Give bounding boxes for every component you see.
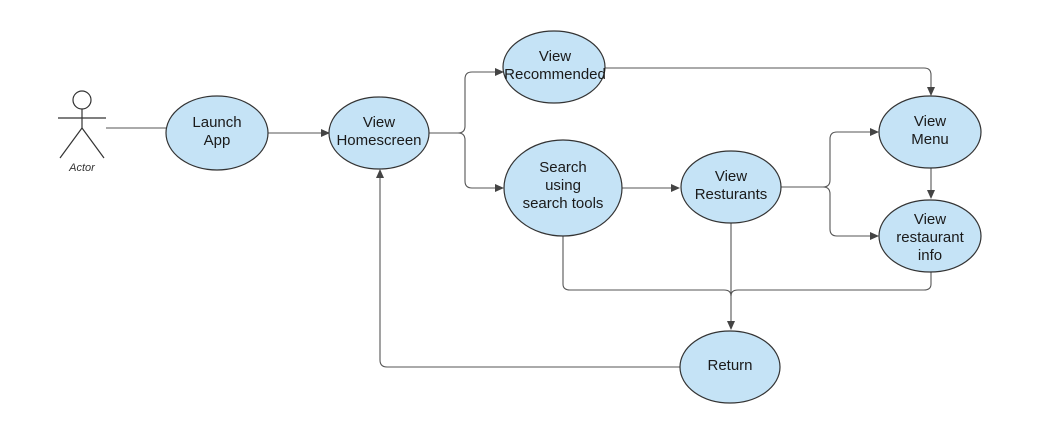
edge-info-return [730, 271, 932, 297]
node-view-homescreen: View Homescreen [336, 114, 421, 150]
edge-restaurants-info [822, 186, 879, 240]
actor-figure [58, 90, 106, 159]
edge-search-return [562, 236, 732, 297]
node-search-tools-line: search tools [522, 195, 604, 212]
node-view-restaurants-shape [680, 150, 782, 224]
node-view-restaurant-info-line: restaurant [896, 229, 964, 246]
node-view-recommended-shape [502, 30, 606, 104]
node-return: Return [707, 357, 752, 375]
node-view-restaurant-info-line: info [917, 247, 943, 264]
node-view-menu: View Menu [911, 113, 949, 149]
node-view-homescreen-line: Homescreen [336, 132, 422, 149]
actor-right-leg [81, 127, 105, 159]
node-view-info-shape [878, 199, 982, 273]
node-view-restaurant-info-line: View [913, 211, 947, 228]
node-view-recommended: View Recommended [504, 48, 606, 84]
node-launch-app: Launch App [192, 114, 241, 150]
node-view-restaurants-line: View [714, 168, 748, 185]
node-return-line: Return [707, 357, 753, 374]
edge-homescreen-recommended [429, 68, 504, 134]
node-search-shape [503, 139, 623, 237]
node-view-restaurants-line: Resturants [694, 186, 768, 203]
node-launch-app-shape [165, 95, 269, 171]
node-view-menu-line: View [913, 113, 947, 130]
node-search-tools: Search using search tools [523, 159, 604, 213]
edge-return-homescreen [376, 169, 680, 368]
actor-label: Actor [69, 162, 95, 174]
edge-homescreen-search [457, 132, 504, 192]
node-search-tools-line: Search [539, 159, 587, 176]
node-view-restaurant-info: View restaurant info [896, 211, 964, 265]
node-view-homescreen-shape [328, 96, 430, 170]
node-launch-app-line: App [203, 132, 231, 149]
node-view-restaurants: View Resturants [695, 168, 768, 204]
node-view-menu-line: Menu [911, 131, 949, 148]
node-view-menu-shape [878, 95, 982, 169]
edge-recommended-menu [605, 67, 935, 96]
node-view-recommended-line: View [538, 48, 572, 65]
actor-head [72, 90, 92, 110]
node-launch-app-line: Launch [192, 114, 242, 131]
node-view-homescreen-line: View [362, 114, 396, 131]
node-search-tools-line: using [545, 177, 581, 194]
edge-restaurants-menu [781, 128, 879, 188]
actor-left-leg [59, 127, 83, 159]
node-return-shape [679, 330, 781, 404]
node-view-recommended-line: Recommended [504, 66, 606, 83]
